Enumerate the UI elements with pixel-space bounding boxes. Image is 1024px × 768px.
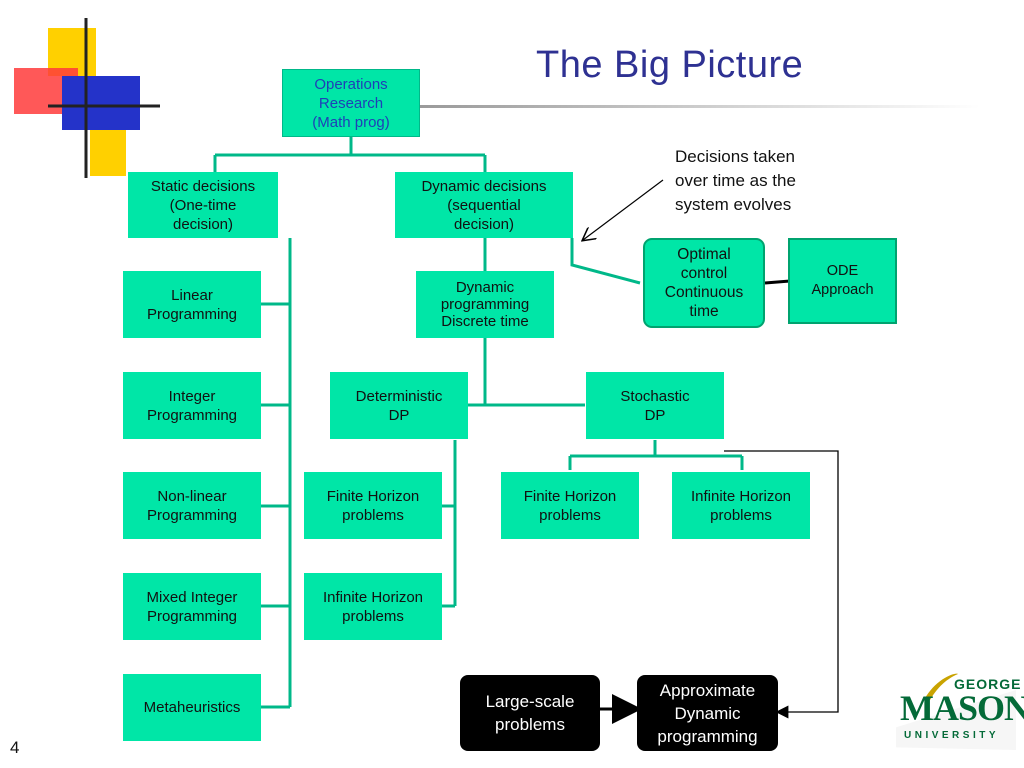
logo-mason-text: MASON (900, 688, 1024, 728)
node-det-finite-horizon: Finite Horizon problems (304, 472, 442, 539)
logo-swoosh-icon (896, 673, 1016, 750)
node-dynamic-programming: Dynamic programming Discrete time (416, 271, 554, 338)
node-stochastic-dp: Stochastic DP (586, 372, 724, 439)
node-large-scale-problems: Large-scale problems (460, 675, 600, 751)
node-mixed-integer-programming: Mixed Integer Programming (123, 573, 261, 640)
node-ode-approach: ODE Approach (788, 238, 897, 324)
node-optimal-control: Optimal control Continuous time (643, 238, 765, 328)
node-nonlinear-programming: Non-linear Programming (123, 472, 261, 539)
logo-university-text: UNIVERSITY (904, 730, 1000, 741)
node-metaheuristics: Metaheuristics (123, 674, 261, 741)
slide-title: The Big Picture (536, 44, 804, 86)
node-det-infinite-horizon: Infinite Horizon problems (304, 573, 442, 640)
page-number: 4 (10, 738, 20, 757)
node-static-decisions: Static decisions (One-time decision) (128, 172, 278, 238)
decorative-squares (14, 18, 160, 178)
node-approximate-dp: Approximate Dynamic programming (637, 675, 778, 751)
node-linear-programming: Linear Programming (123, 271, 261, 338)
node-deterministic-dp: Deterministic DP (330, 372, 468, 439)
node-integer-programming: Integer Programming (123, 372, 261, 439)
logo-george-text: GEORGE (954, 676, 1022, 692)
annotation-text: Decisions taken over time as the system … (675, 147, 796, 214)
title-rule (420, 105, 980, 108)
node-dynamic-decisions: Dynamic decisions (sequential decision) (395, 172, 573, 238)
node-sto-finite-horizon: Finite Horizon problems (501, 472, 639, 539)
university-logo: GEORGE MASON UNIVERSITY (896, 670, 1024, 750)
node-sto-infinite-horizon: Infinite Horizon problems (672, 472, 810, 539)
node-operations-research: Operations Research (Math prog) (282, 69, 420, 137)
